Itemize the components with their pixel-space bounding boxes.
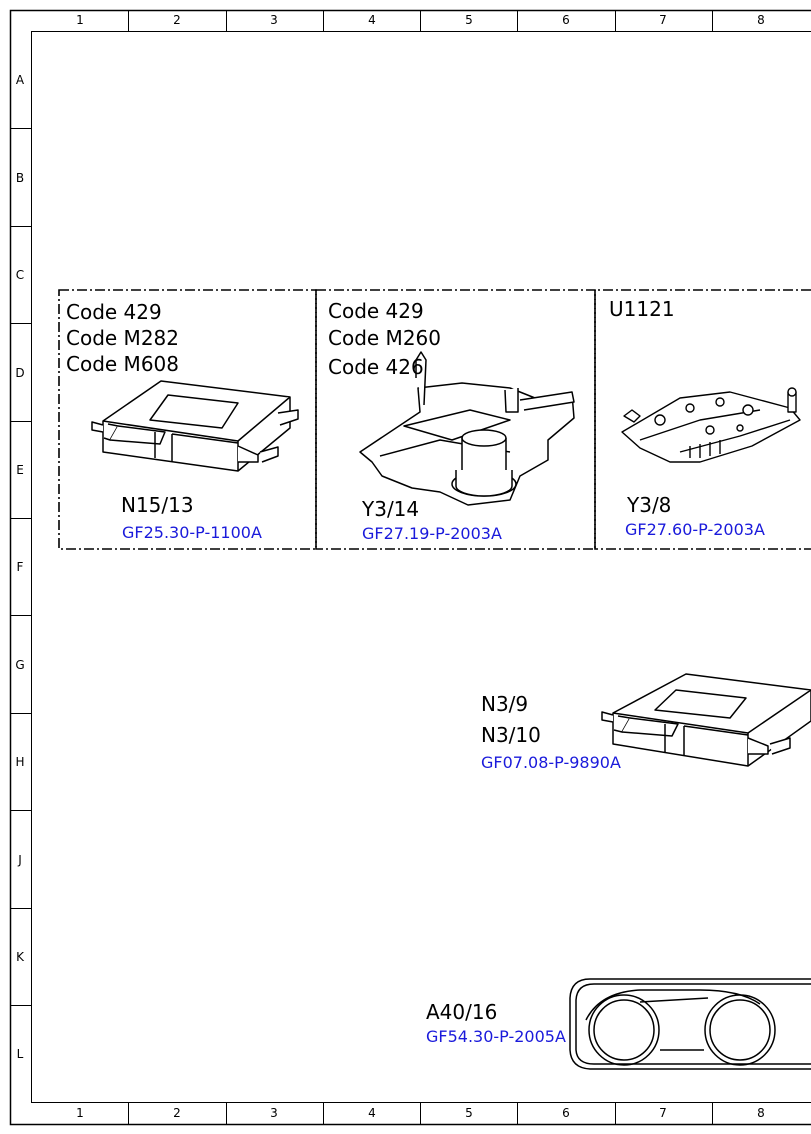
instrument-cluster-a40-16-drawing — [569, 978, 811, 1070]
grid-row-label: J — [18, 853, 22, 867]
grid-col-label: 8 — [757, 13, 765, 27]
reference-link[interactable]: GF27.19-P-2003A — [362, 524, 502, 543]
reference-link[interactable]: GF27.60-P-2003A — [625, 520, 765, 539]
grid-col-label: 4 — [368, 1106, 376, 1120]
grid-col-label: 4 — [368, 13, 376, 27]
component-label: Y3/8 — [627, 493, 672, 517]
grid-row-label: E — [16, 463, 24, 477]
code-label: Code 429 — [66, 300, 162, 324]
grid-col-label: 6 — [562, 1106, 570, 1120]
grid-row-label: C — [15, 268, 25, 282]
grid-col-label: 3 — [270, 1106, 278, 1120]
grid-row-label: G — [15, 658, 25, 672]
grid-col-label: 7 — [659, 1106, 667, 1120]
grid-row-label: A — [15, 73, 25, 87]
grid-row-label: F — [16, 560, 24, 574]
grid-col-label: 6 — [562, 13, 570, 27]
grid-col-label: 5 — [465, 13, 473, 27]
grid-row-label: L — [16, 1047, 24, 1061]
grid-col-label: 1 — [76, 13, 84, 27]
component-label: A40/16 — [426, 1000, 498, 1024]
component-label: N3/9 — [481, 692, 529, 716]
grid-col-label: 7 — [659, 13, 667, 27]
control-unit-n3-9-drawing — [601, 673, 811, 767]
component-label: Y3/14 — [362, 497, 420, 521]
group-box-2 — [315, 289, 596, 550]
component-label: N15/13 — [121, 493, 194, 517]
outer-frame — [9, 9, 811, 1126]
row-dividers — [10, 128, 31, 1006]
grid-col-label: 3 — [270, 13, 278, 27]
grid-row-label: B — [15, 171, 25, 185]
group-box-3 — [594, 289, 811, 550]
code-label: Code M282 — [66, 326, 179, 350]
column-dividers — [128, 10, 713, 1124]
grid-col-label: 5 — [465, 1106, 473, 1120]
code-label: Code 426 — [328, 355, 424, 379]
grid-col-label: 2 — [173, 1106, 181, 1120]
grid-row-label: K — [16, 950, 24, 964]
grid-row-label: D — [15, 366, 25, 380]
code-label: Code 429 — [328, 299, 424, 323]
code-label: Code M260 — [328, 326, 441, 350]
grid-col-label: 2 — [173, 13, 181, 27]
code-label: Code M608 — [66, 352, 179, 376]
grid-col-label: 8 — [757, 1106, 765, 1120]
code-label: U1121 — [609, 297, 675, 321]
plate-y3-8-drawing — [621, 387, 801, 463]
grid-row-label: H — [15, 755, 25, 769]
group-box-1 — [58, 289, 317, 550]
valve-body-y3-14-drawing — [359, 351, 575, 506]
inner-frame — [31, 31, 811, 1103]
reference-link[interactable]: GF07.08-P-9890A — [481, 753, 621, 772]
component-label: N3/10 — [481, 723, 541, 747]
reference-link[interactable]: GF25.30-P-1100A — [122, 523, 262, 542]
control-unit-n15-13-drawing — [91, 380, 299, 472]
grid-col-label: 1 — [76, 1106, 84, 1120]
reference-link[interactable]: GF54.30-P-2005A — [426, 1027, 566, 1046]
